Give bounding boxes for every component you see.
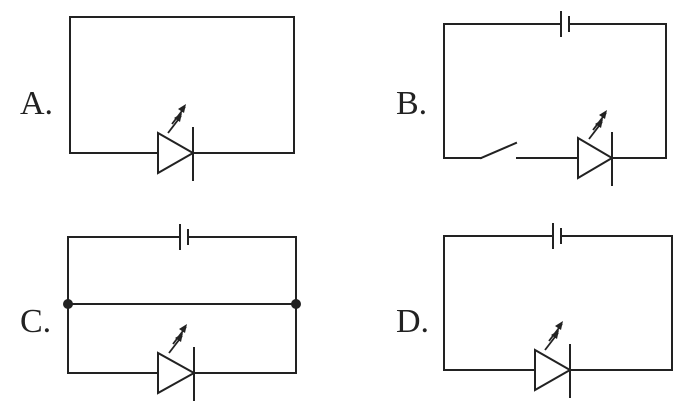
circuit-d-wire-left (443, 235, 554, 371)
option-c-label: C. (20, 303, 51, 340)
option-d-label: D. (396, 303, 429, 340)
option-d: D. (396, 223, 673, 398)
battery-icon (552, 223, 562, 249)
led-icon (577, 110, 614, 186)
circuit-b-wire-left (443, 23, 562, 159)
option-c: C. (20, 224, 301, 401)
option-b: B. (396, 11, 667, 186)
option-a: A. (20, 16, 295, 181)
circuit-a-wire (69, 16, 295, 154)
led-triangle (534, 348, 573, 392)
junction-node-right (291, 299, 301, 309)
light-rays-icon (544, 321, 563, 351)
led-icon (157, 104, 196, 181)
led-icon (157, 324, 197, 401)
led-icon (534, 321, 573, 398)
circuit-c (63, 224, 301, 401)
open-switch-icon (479, 141, 518, 160)
light-rays-icon (588, 110, 607, 140)
light-rays-icon (167, 104, 186, 134)
led-triangle (577, 136, 614, 180)
led-triangle (157, 351, 197, 395)
circuit-a (69, 16, 295, 181)
battery-icon (560, 11, 570, 37)
circuit-d-wire-right (560, 235, 673, 371)
circuit-b-wire-right (568, 23, 667, 159)
battery-icon (179, 224, 189, 250)
led-triangle (157, 131, 196, 175)
option-b-label: B. (396, 85, 427, 122)
circuit-b (443, 11, 667, 186)
circuit-d (443, 223, 673, 398)
option-a-label: A. (20, 85, 53, 122)
light-rays-icon (168, 324, 187, 354)
junction-node-left (63, 299, 73, 309)
